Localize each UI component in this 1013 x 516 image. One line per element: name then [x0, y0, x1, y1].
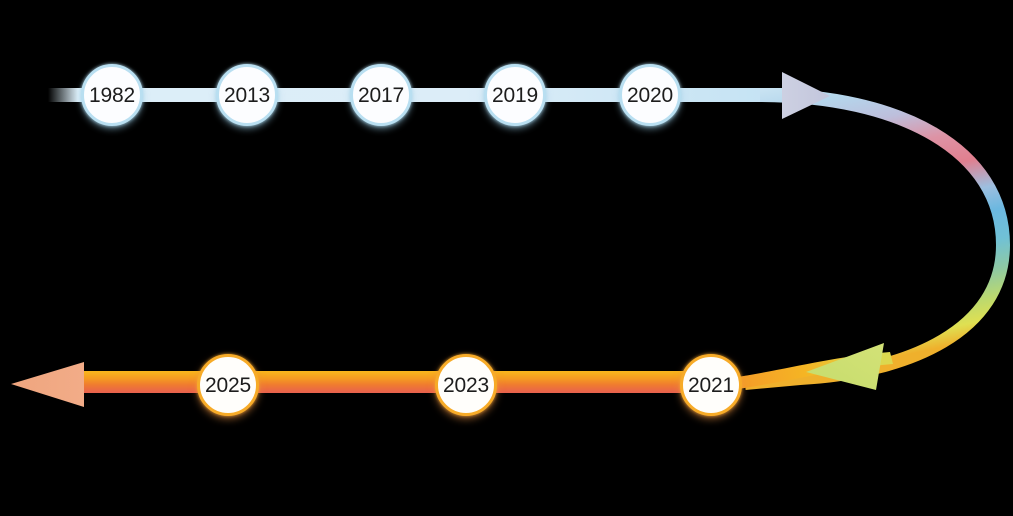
u-turn-connector-curve — [744, 88, 1011, 390]
milestone-node-2023[interactable]: 2023 — [435, 354, 497, 416]
milestone-node-1982[interactable]: 1982 — [81, 64, 143, 126]
milestone-label: 1982 — [89, 83, 135, 107]
milestone-node-2025[interactable]: 2025 — [197, 354, 259, 416]
milestone-node-2013[interactable]: 2013 — [216, 64, 278, 126]
milestone-node-2017[interactable]: 2017 — [350, 64, 412, 126]
milestone-label: 2013 — [224, 83, 270, 107]
milestone-node-2019[interactable]: 2019 — [484, 64, 546, 126]
milestone-node-2020[interactable]: 2020 — [619, 64, 681, 126]
milestone-label: 2021 — [688, 373, 734, 397]
milestone-label: 2023 — [443, 373, 489, 397]
lower-track-line — [60, 371, 720, 393]
milestone-label: 2020 — [627, 83, 673, 107]
milestone-label: 2025 — [205, 373, 251, 397]
upper-track-line — [48, 88, 796, 102]
milestone-node-2021[interactable]: 2021 — [680, 354, 742, 416]
lower-track-arrowhead — [11, 362, 84, 407]
milestone-label: 2017 — [358, 83, 404, 107]
milestone-label: 2019 — [492, 83, 538, 107]
connector-arrowhead — [806, 343, 884, 390]
upper-track-arrowhead — [782, 72, 830, 119]
